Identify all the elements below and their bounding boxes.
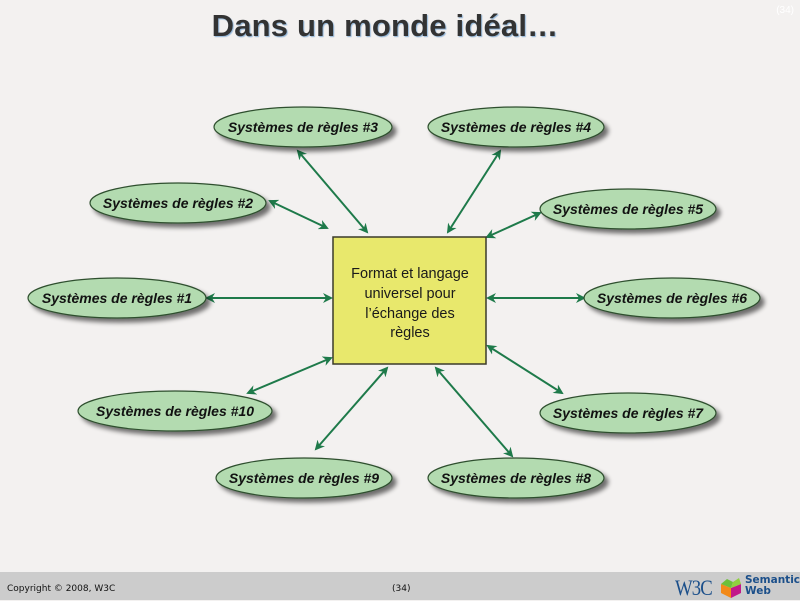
rule-system-node-5: Systèmes de règles #5 — [539, 188, 717, 230]
center-format-box: Format et langage universel pour l’échan… — [332, 236, 487, 365]
rule-system-node-8: Systèmes de règles #8 — [427, 457, 605, 499]
svg-text:Systèmes de règles #7: Systèmes de règles #7 — [553, 405, 704, 421]
svg-text:Systèmes de règles #2: Systèmes de règles #2 — [103, 195, 253, 211]
rule-system-node-6: Systèmes de règles #6 — [583, 277, 761, 319]
svg-text:Systèmes de règles #6: Systèmes de règles #6 — [597, 290, 747, 306]
svg-text:Systèmes de règles #4: Systèmes de règles #4 — [441, 119, 591, 135]
slide-title: Dans un monde idéal… — [211, 8, 559, 43]
arrow-node-9 — [314, 366, 389, 451]
copyright-text: Copyright © 2008, W3C — [7, 584, 116, 594]
semantic-web-logo-text: Semantic Web — [745, 574, 800, 597]
rule-system-node-7: Systèmes de règles #7 — [539, 392, 717, 434]
footer-page-number: (34) — [392, 584, 411, 594]
semantic-web-cube-icon — [721, 578, 741, 598]
center-label-line-4: règles — [390, 325, 430, 341]
rule-system-node-1: Systèmes de règles #1 — [27, 277, 207, 319]
footer-logos: W3C Semantic Web — [675, 574, 800, 601]
rule-system-node-9: Systèmes de règles #9 — [215, 457, 393, 499]
arrow-node-4 — [446, 149, 502, 234]
center-label-line-2: universel pour — [364, 286, 455, 302]
svg-text:Systèmes de règles #10: Systèmes de règles #10 — [96, 403, 254, 419]
arrow-node-3 — [296, 149, 369, 234]
svg-text:Systèmes de règles #1: Systèmes de règles #1 — [42, 290, 192, 306]
corner-page-number: (34) — [776, 5, 794, 16]
rule-system-node-4: Systèmes de règles #4 — [427, 106, 605, 148]
svg-text:Systèmes de règles #3: Systèmes de règles #3 — [228, 119, 378, 135]
rule-system-node-10: Systèmes de règles #10 — [77, 390, 273, 432]
svg-text:Systèmes de règles #9: Systèmes de règles #9 — [229, 470, 379, 486]
arrow-node-8 — [434, 366, 514, 458]
rules-exchange-diagram: Format et langage universel pour l’échan… — [27, 106, 761, 499]
arrow-node-2 — [268, 199, 329, 230]
center-label-line-3: l’échange des — [365, 306, 455, 322]
center-label-line-1: Format et langage — [351, 266, 469, 282]
arrow-node-7 — [486, 344, 564, 395]
svg-text:Systèmes de règles #5: Systèmes de règles #5 — [553, 201, 703, 217]
rule-system-node-3: Systèmes de règles #3 — [213, 106, 393, 148]
connector-arrows — [205, 149, 586, 458]
w3c-logo[interactable]: W3C — [675, 575, 713, 600]
arrow-node-5 — [485, 211, 542, 239]
slide-footer: Copyright © 2008, W3C (34) W3C Semantic … — [0, 572, 800, 600]
rule-system-node-2: Systèmes de règles #2 — [89, 182, 267, 224]
arrow-node-10 — [246, 356, 333, 395]
svg-text:Systèmes de règles #8: Systèmes de règles #8 — [441, 470, 591, 486]
